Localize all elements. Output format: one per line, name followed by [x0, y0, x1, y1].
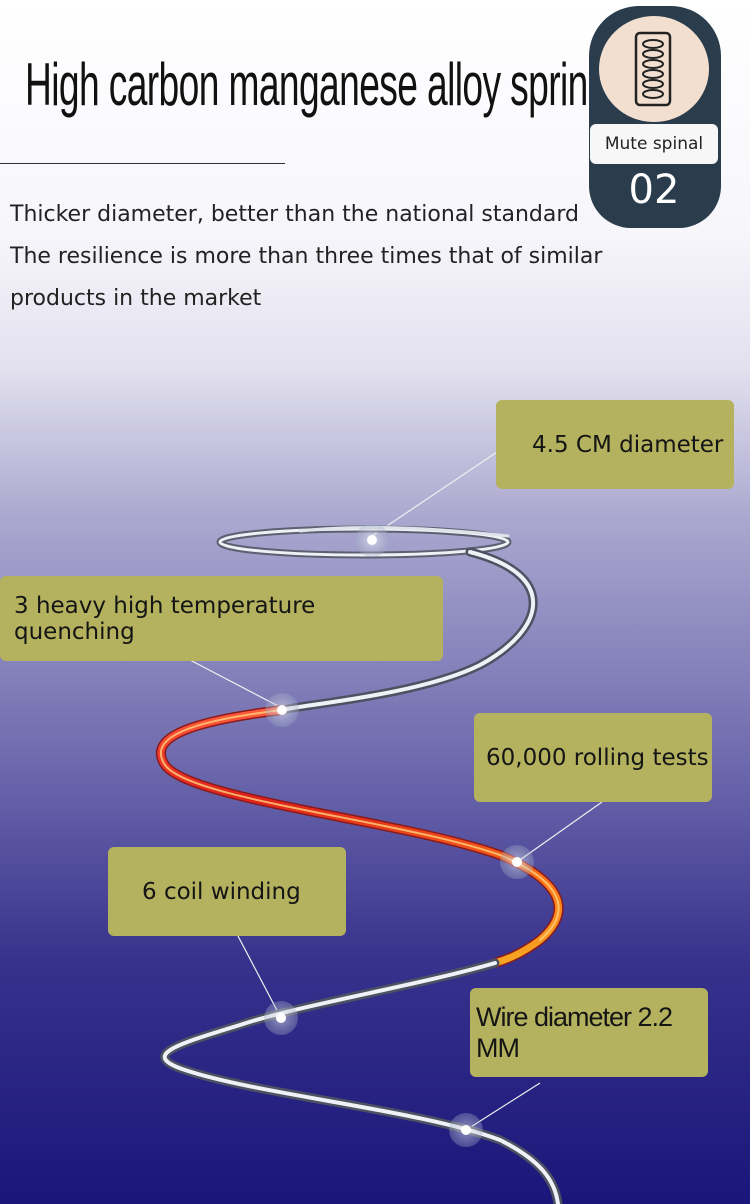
description-line: The resilience is more than three times …	[10, 244, 603, 269]
callout-wire-diameter: Wire diameter 2.2 MM	[470, 988, 708, 1077]
callout-rolling-tests: 60,000 rolling tests	[474, 713, 712, 802]
callout-diameter-label: 4.5 CM diameter	[532, 431, 724, 458]
spring-wire-heated	[155, 705, 564, 968]
spring-wire-upper	[277, 547, 538, 715]
callout-quenching: 3 heavy high temperature quenching	[0, 576, 443, 661]
spring-icon	[634, 31, 672, 107]
feature-badge: Mute spinal 02	[589, 6, 721, 228]
callout-rolling-tests-label: 60,000 rolling tests	[486, 744, 709, 771]
callout-quenching-label: 3 heavy high temperature quenching	[14, 592, 316, 645]
badge-icon-circle	[599, 16, 709, 122]
callout-coil-winding-label: 6 coil winding	[142, 878, 301, 905]
page-title: High carbon manganese alloy spring	[25, 51, 608, 118]
spring-wire-lower	[160, 958, 563, 1204]
callout-diameter: 4.5 CM diameter	[496, 400, 734, 489]
badge-label: Mute spinal	[590, 124, 718, 164]
description-line: Thicker diameter, better than the nation…	[10, 202, 579, 227]
callout-coil-winding: 6 coil winding	[108, 847, 346, 936]
badge-number: 02	[628, 167, 680, 213]
callout-anchor-dots	[264, 523, 534, 1147]
description: Thicker diameter, better than the nation…	[10, 194, 630, 320]
description-line: products in the market	[10, 286, 262, 311]
callout-wire-diameter-label: Wire diameter 2.2 MM	[476, 1001, 673, 1063]
title-underline	[0, 163, 285, 164]
